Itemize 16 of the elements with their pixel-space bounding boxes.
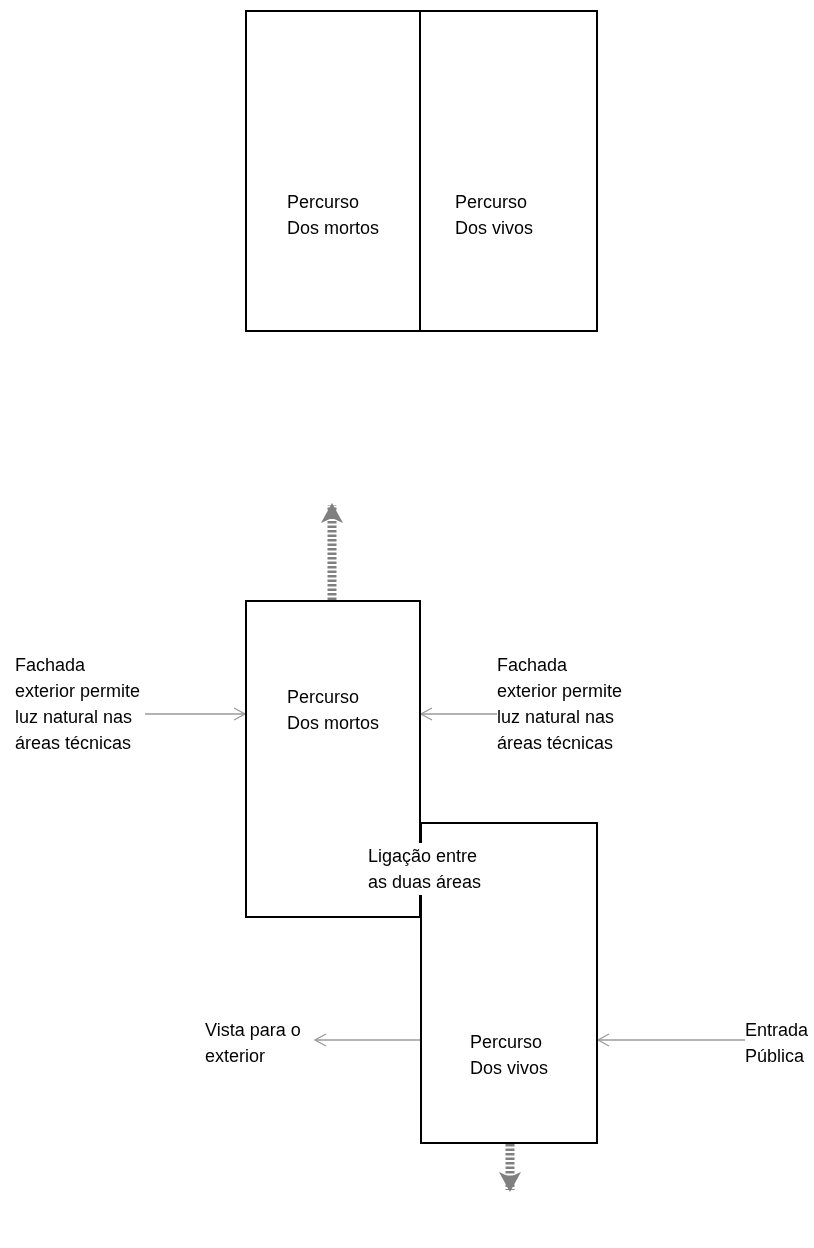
arrow <box>144 707 246 721</box>
annotation-text: Fachada exterior permite luz natural nas áreas técnicas <box>15 652 145 756</box>
zone-label: Percurso Dos vivos <box>470 1031 550 1080</box>
zone-label: Percurso Dos mortos <box>287 686 381 735</box>
annotation-text: Entrada Pública <box>745 1017 811 1069</box>
arrow <box>597 1033 746 1047</box>
hatched-arrow <box>321 503 343 600</box>
zone-label: Percurso Dos mortos <box>287 191 381 240</box>
arrow <box>420 707 498 721</box>
annotation-text: Vista para o exterior <box>205 1017 315 1069</box>
arrow <box>314 1033 421 1047</box>
zone-label: Percurso Dos vivos <box>455 191 535 240</box>
hatched-arrow <box>499 1144 521 1192</box>
zone-box <box>245 10 421 332</box>
zone-box <box>419 10 598 332</box>
annotation-text: Fachada exterior permite luz natural nas áreas técnicas <box>497 652 627 756</box>
